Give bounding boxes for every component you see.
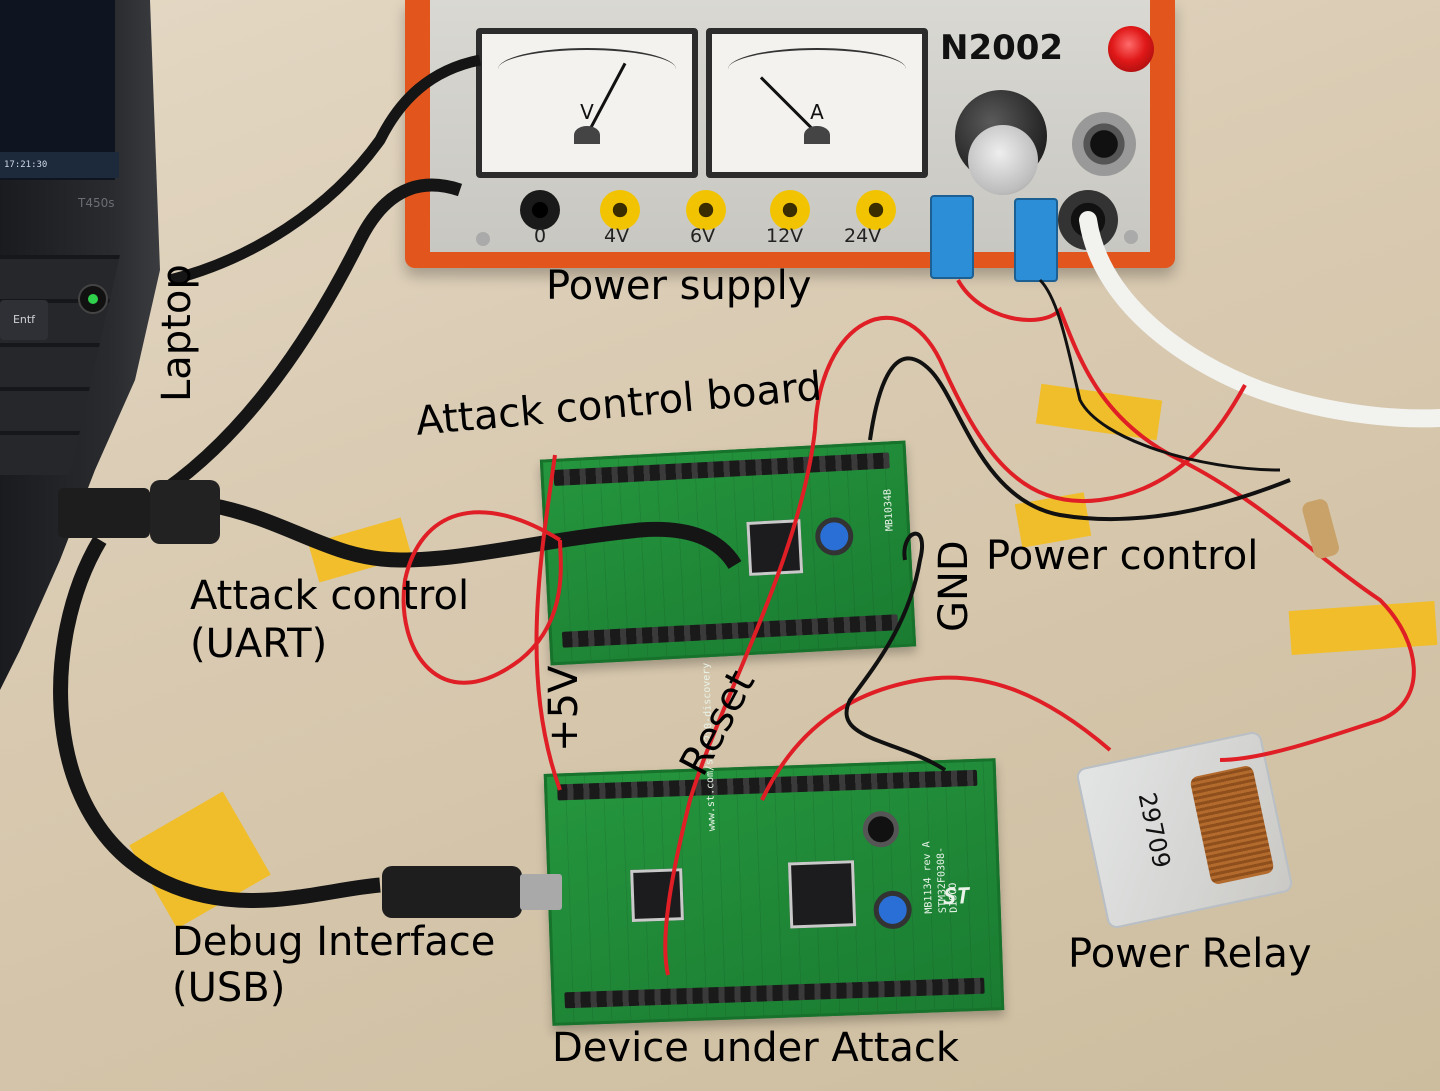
panel-screw-right [1124,230,1138,244]
power-on-lamp [1108,26,1154,72]
black-wire-power-control [868,356,1291,522]
terminal-12v [770,190,810,230]
ammeter-hub [804,126,830,144]
terminal-label-12v: 12V [766,225,804,247]
voltmeter: V [476,28,698,178]
label-plus-5v: +5V [541,665,587,752]
ammeter-scale [728,48,906,90]
laptop-power-button [78,284,108,314]
mains-cable [1079,211,1440,428]
label-laptop: Laptop [154,264,200,402]
uart-usb-cable [208,497,742,570]
laptop-cable-top [168,54,482,286]
label-power-control: Power control [986,533,1259,579]
usb-plug-dut-metal [520,874,562,910]
terminal-label-4v: 4V [604,225,630,247]
red-wire-loop [401,510,563,685]
terminal-0 [520,190,560,230]
laptop-key-entf: Entf [0,300,48,340]
red-wire-relay [956,279,1416,762]
voltmeter-unit: V [580,100,594,124]
voltage-knob-cap [968,125,1038,195]
laptop-taskbar-clock: 17:21:30 [0,152,119,178]
power-supply-brand: N2002 [940,28,1064,68]
red-wire-relay-dut [760,675,1112,801]
fuse-socket [1072,112,1136,176]
terminal-24v [856,190,896,230]
ammeter-unit: A [810,100,824,124]
usb-plug-laptop [58,488,150,538]
ammeter: A [706,28,928,178]
voltmeter-scale [498,48,676,90]
panel-screw-left [476,232,490,246]
label-gnd: GND [931,540,977,632]
resistor [1302,499,1339,559]
blue-clip-left [930,195,974,279]
terminal-4v [600,190,640,230]
label-debug-interface: Debug Interface [172,919,496,965]
laptop-cable-upper [146,178,463,506]
label-attack-control: Attack control [190,573,470,619]
label-power-supply: Power supply [546,263,812,309]
label-attack-control-uart: (UART) [190,621,328,667]
label-power-relay: Power Relay [1068,931,1312,977]
usb-plug-dut [382,866,522,918]
terminal-label-0: 0 [534,225,547,247]
blue-clip-right [1014,198,1058,282]
laptop-screen [0,0,115,180]
black-wire-psu [1038,278,1281,472]
red-wire-5v [534,454,562,791]
terminal-6v [686,190,726,230]
laptop-model-text: T450s [78,196,115,210]
label-debug-usb: (USB) [172,965,286,1011]
red-wire-reset [663,429,817,976]
terminal-label-6v: 6V [690,225,716,247]
terminal-label-24v: 24V [844,225,882,247]
debug-usb-cable [53,536,381,908]
black-wire-gnd [844,531,947,772]
usb-plug-laptop-body [150,480,220,544]
voltmeter-hub [574,126,600,144]
label-device-under-attack: Device under Attack [552,1025,960,1071]
